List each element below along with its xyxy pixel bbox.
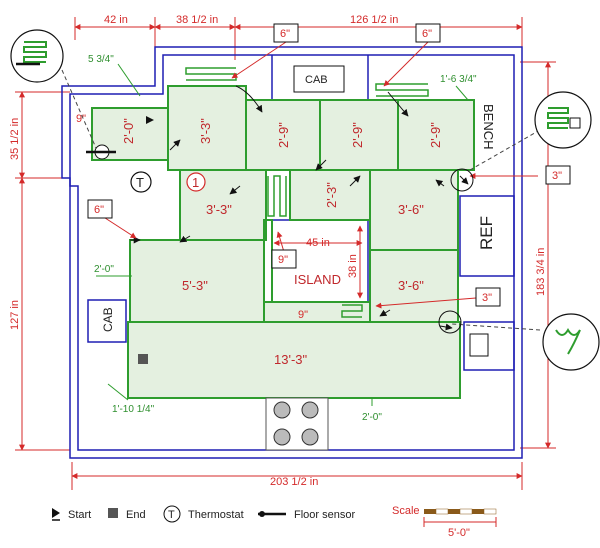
legend-start: Start xyxy=(68,509,91,521)
island-label: ISLAND xyxy=(294,272,341,287)
end-icon xyxy=(108,508,118,518)
label-1-10-1-4: 1'-10 1/4" xyxy=(112,404,155,415)
sensor-circle-lower xyxy=(438,310,462,334)
zone-2-label: 3'-3" xyxy=(198,118,213,144)
zone-3-label: 2'-9" xyxy=(276,122,291,148)
sensor-detail-right xyxy=(534,91,592,149)
dim-45: 45 in xyxy=(306,237,330,249)
offset-9-bottom: 9" xyxy=(298,309,308,321)
sink-box xyxy=(469,333,489,357)
end-marker xyxy=(138,354,148,364)
dim-35-5: 35 1/2 in xyxy=(9,118,21,160)
offset-6-top-left: 6" xyxy=(280,28,290,40)
legend: Start End T Thermostat Floor sensor xyxy=(52,505,355,523)
cab-top-label: CAB xyxy=(305,74,328,86)
zone-4-label: 2'-9" xyxy=(350,122,365,148)
cooktop xyxy=(265,397,329,451)
legend-thermostat-symbol: T xyxy=(168,509,175,521)
offset-6-left: 6" xyxy=(94,204,104,216)
sensor-circle-upper xyxy=(450,168,474,192)
label-2-0-left: 2'-0" xyxy=(94,264,114,275)
callout-leaders xyxy=(101,41,538,309)
sensor-detail-lower-right xyxy=(542,313,600,371)
zone-8 xyxy=(369,169,459,251)
dim-127: 127 in xyxy=(9,300,21,330)
legend-end: End xyxy=(126,509,146,521)
marker-one-circle xyxy=(186,172,206,192)
start-marker-plan xyxy=(146,116,154,124)
heating-zones xyxy=(91,85,475,399)
green-leaders xyxy=(96,63,469,406)
offset-3-right-upper: 3" xyxy=(552,170,562,182)
thermostat-circle xyxy=(130,171,152,193)
offset-boxes xyxy=(87,23,571,307)
legend-sensor: Floor sensor xyxy=(294,509,355,521)
zone-6-label: 3'-3" xyxy=(206,202,232,217)
legend-thermostat: Thermostat xyxy=(188,509,244,521)
zone-5 xyxy=(397,99,475,171)
label-1-6-3-4: 1'-6 3/4" xyxy=(440,74,477,85)
marker-one-label: 1 xyxy=(192,175,199,190)
flow-arrows xyxy=(130,85,469,331)
dim-42: 42 in xyxy=(104,14,128,26)
detail-circles xyxy=(10,29,600,371)
dim-203-5: 203 1/2 in xyxy=(270,476,318,488)
offset-9-island: 9" xyxy=(278,254,288,266)
zone-11-label: 13'-3" xyxy=(274,352,308,367)
scale-bar: Scale 5'-0" xyxy=(392,505,497,539)
cab-left-label: CAB xyxy=(101,307,115,332)
zone-9-label: 5'-3" xyxy=(182,278,208,293)
dim-38: 38 in xyxy=(347,254,359,278)
offset-3-right-lower: 3" xyxy=(482,292,492,304)
thermostat-letter: T xyxy=(136,175,144,190)
offset-6-top-right: 6" xyxy=(422,28,432,40)
offset-9-left: 9" xyxy=(76,113,86,125)
scale-title: Scale xyxy=(392,505,420,517)
scale-value: 5'-0" xyxy=(448,527,470,539)
thermostat-icon xyxy=(163,505,181,523)
bench-label: BENCH xyxy=(481,104,496,150)
dim-183-75: 183 3/4 in xyxy=(535,248,547,296)
label-5-3-4: 5 3/4" xyxy=(88,54,114,65)
zone-1-label: 2'-0" xyxy=(121,118,136,144)
ref-label: REF xyxy=(477,216,496,250)
dim-38-5: 38 1/2 in xyxy=(176,14,218,26)
sensor-leaders xyxy=(61,69,541,331)
start-icon xyxy=(52,508,60,518)
cab-top-box xyxy=(293,65,345,93)
label-2-0-bottom: 2'-0" xyxy=(362,412,382,423)
zone-7-label: 2'-3" xyxy=(324,182,339,208)
zone-5-label: 2'-9" xyxy=(428,122,443,148)
zone-8-label: 3'-6" xyxy=(398,202,424,217)
zone-10-label: 3'-6" xyxy=(398,278,424,293)
dim-126-5: 126 1/2 in xyxy=(350,14,398,26)
